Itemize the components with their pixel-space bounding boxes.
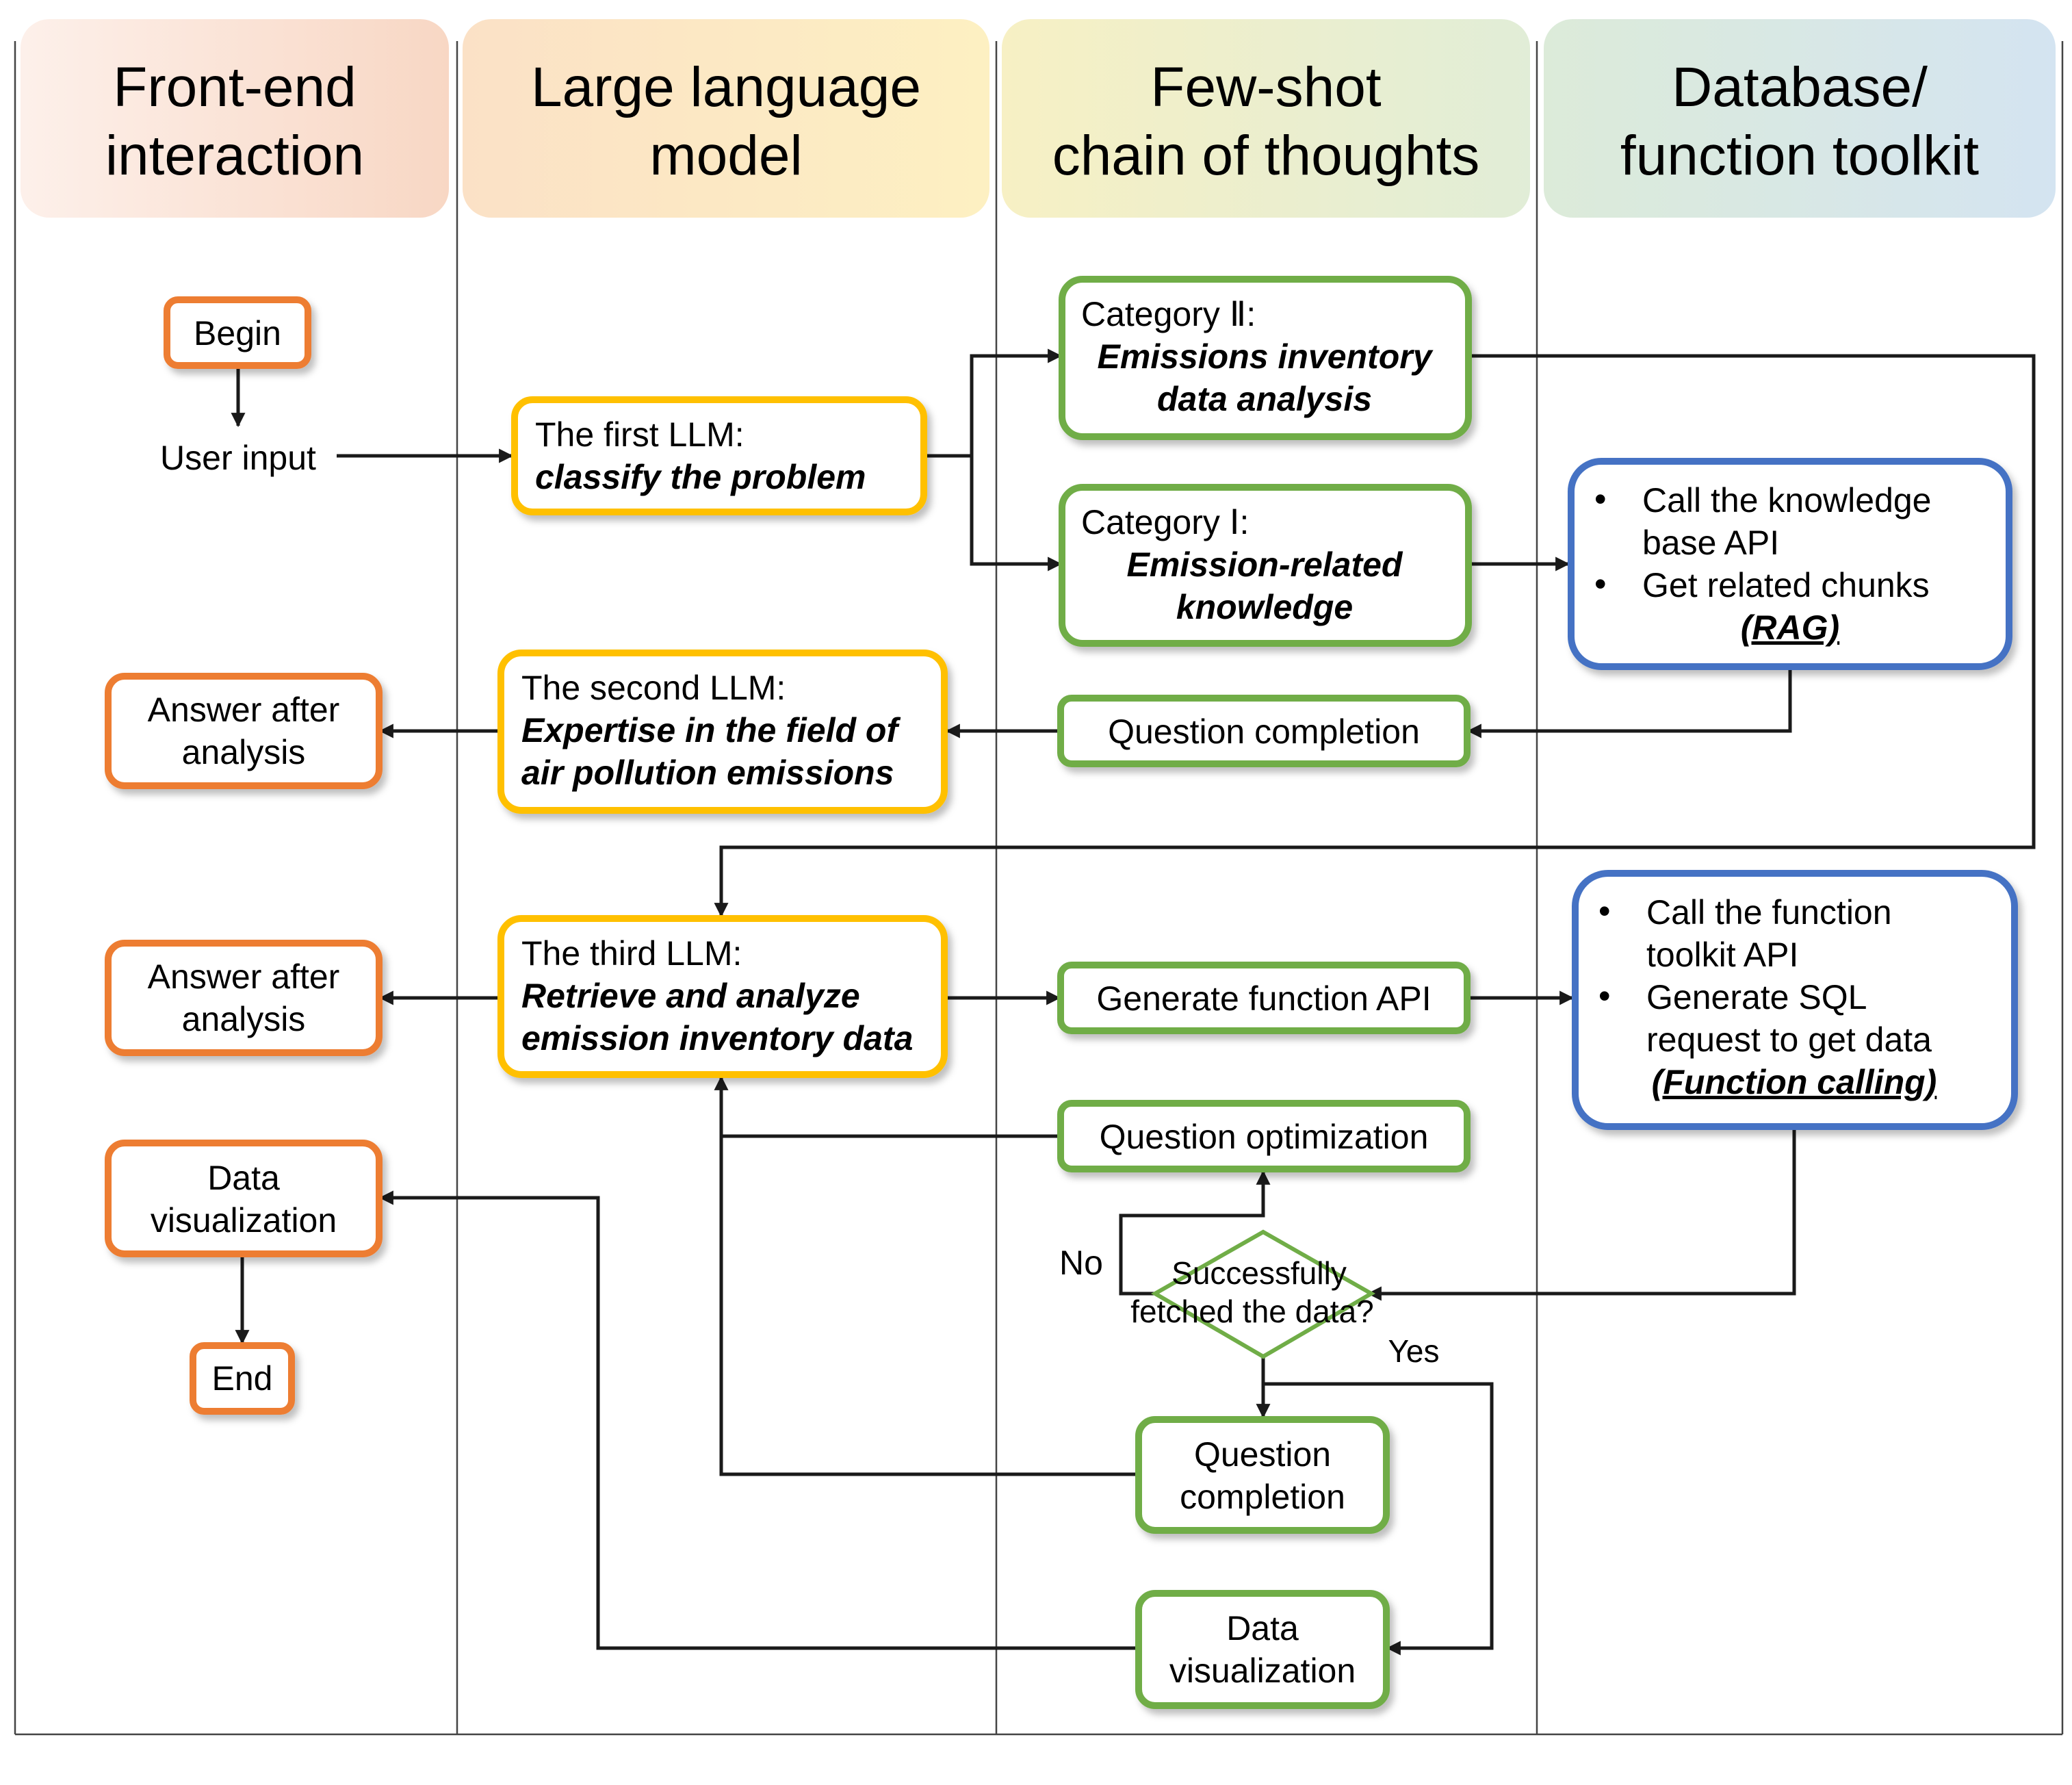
first-llm-line1: The first LLM: bbox=[535, 415, 744, 454]
answer-node-1 bbox=[105, 673, 383, 789]
second-llm-line2: Expertise in the field of bbox=[521, 711, 901, 749]
lane-header-front-end: Front-end interaction bbox=[21, 19, 449, 218]
lane-title-line1: Large language bbox=[531, 56, 921, 118]
question-completion-2-node bbox=[1135, 1416, 1390, 1534]
kb-bullet-1: • bbox=[1594, 480, 1607, 518]
category-2-node bbox=[1059, 276, 1472, 440]
fn-bullet-1: • bbox=[1598, 892, 1611, 930]
third-llm-line3: emission inventory data bbox=[521, 1019, 913, 1057]
answer-1-line2: analysis bbox=[182, 733, 306, 771]
front-data-visualization-node bbox=[105, 1140, 383, 1257]
knowledge-base-node bbox=[1568, 458, 2012, 670]
fn-note: (Function calling) bbox=[1652, 1063, 1937, 1101]
decision-no-label: No bbox=[1059, 1244, 1103, 1282]
fn-bullet-2: • bbox=[1598, 977, 1611, 1015]
lane-frame bbox=[14, 41, 2064, 1736]
third-llm-node bbox=[497, 915, 948, 1078]
third-llm-line1: The third LLM: bbox=[521, 934, 742, 973]
lane-title-line1: Few-shot bbox=[1150, 56, 1381, 118]
question-completion-2-line1: Question bbox=[1194, 1435, 1331, 1474]
begin-label: Begin bbox=[194, 314, 281, 352]
edge-fn-to-decision bbox=[1367, 1128, 1796, 1301]
first-llm-line2: classify the problem bbox=[535, 458, 866, 496]
connectors bbox=[231, 348, 2036, 1656]
lane-header-toolkit: Database/ function toolkit bbox=[1544, 19, 2056, 218]
function-toolkit-node bbox=[1572, 870, 2018, 1130]
front-dataviz-line1: Data bbox=[207, 1159, 280, 1197]
edge-decision-no bbox=[1119, 1170, 1271, 1296]
category-1-node bbox=[1059, 484, 1472, 647]
generate-function-api-node bbox=[1057, 962, 1471, 1034]
edge-qc2-to-third-llm bbox=[719, 1136, 1139, 1476]
end-label: End bbox=[212, 1359, 273, 1398]
decision-node bbox=[1150, 1229, 1376, 1359]
decision-yes-label: Yes bbox=[1388, 1333, 1439, 1369]
decision-line1: Successfully bbox=[1171, 1255, 1347, 1291]
second-llm-line3: air pollution emissions bbox=[521, 754, 894, 792]
fn-bullet-2-line1: Generate SQL bbox=[1646, 978, 1867, 1016]
begin-node bbox=[164, 296, 311, 369]
question-completion-1-label: Question completion bbox=[1108, 712, 1420, 751]
fn-bullet-1-line1: Call the function bbox=[1646, 893, 1892, 932]
question-completion-2-line2: completion bbox=[1180, 1478, 1345, 1516]
decision-line2: fetched the data? bbox=[1130, 1294, 1374, 1329]
edge-dataviz-to-front bbox=[378, 1190, 1139, 1650]
cot-dataviz-line2: visualization bbox=[1169, 1652, 1356, 1690]
lane-title-line2: chain of thoughts bbox=[1052, 125, 1480, 187]
kb-bullet-2: • bbox=[1594, 565, 1607, 603]
fn-bullet-2-line2: request to get data bbox=[1646, 1020, 1932, 1059]
answer-2-line2: analysis bbox=[182, 1000, 306, 1038]
category-2-line3: data analysis bbox=[1157, 380, 1372, 418]
lane-title-line2: model bbox=[649, 125, 802, 187]
answer-node-2 bbox=[105, 940, 383, 1056]
lane-title-line1: Front-end bbox=[113, 56, 357, 118]
end-node bbox=[190, 1342, 295, 1415]
cot-data-visualization-node bbox=[1135, 1590, 1390, 1709]
edge-to-cat2 bbox=[970, 348, 1063, 456]
lane-header-llm: Large language model bbox=[463, 19, 989, 218]
edge-decision-yes bbox=[1263, 1382, 1494, 1656]
lane-header-cot: Few-shot chain of thoughts bbox=[1002, 19, 1530, 218]
category-1-line2: Emission-related bbox=[1127, 545, 1403, 584]
kb-note: (RAG) bbox=[1741, 608, 1839, 647]
kb-bullet-1-line1: Call the knowledge bbox=[1642, 481, 1932, 519]
second-llm-node bbox=[497, 650, 948, 814]
generate-function-api-label: Generate function API bbox=[1096, 979, 1431, 1018]
question-optimization-node bbox=[1057, 1100, 1471, 1172]
question-optimization-label: Question optimization bbox=[1100, 1118, 1429, 1156]
third-llm-line2: Retrieve and analyze bbox=[521, 977, 860, 1015]
category-2-line2: Emissions inventory bbox=[1097, 337, 1433, 376]
user-input-label: User input bbox=[160, 439, 316, 477]
first-llm-node bbox=[511, 396, 927, 515]
second-llm-line1: The second LLM: bbox=[521, 669, 786, 707]
edge-kb-to-qc bbox=[1466, 669, 1792, 739]
lane-title-line1: Database/ bbox=[1672, 56, 1928, 118]
category-1-line3: knowledge bbox=[1176, 588, 1353, 626]
lane-title-line2: interaction bbox=[105, 125, 364, 187]
question-completion-1-node bbox=[1057, 695, 1471, 767]
edge-qo-to-third-llm bbox=[714, 1075, 1059, 1138]
answer-1-line1: Answer after bbox=[148, 691, 340, 729]
kb-bullet-2-line1: Get related chunks bbox=[1642, 566, 1930, 604]
lane-title-line2: function toolkit bbox=[1620, 125, 1979, 187]
front-dataviz-line2: visualization bbox=[151, 1201, 337, 1240]
edge-to-cat1 bbox=[970, 456, 1063, 572]
category-1-line1: Category Ⅰ: bbox=[1081, 503, 1249, 541]
cot-dataviz-line1: Data bbox=[1226, 1609, 1299, 1647]
edge-cat2-to-third-llm bbox=[714, 354, 2036, 918]
answer-2-line1: Answer after bbox=[148, 958, 340, 996]
fn-bullet-1-line2: toolkit API bbox=[1646, 936, 1798, 974]
category-2-line1: Category Ⅱ: bbox=[1081, 295, 1256, 333]
kb-bullet-1-line2: base API bbox=[1642, 524, 1779, 562]
